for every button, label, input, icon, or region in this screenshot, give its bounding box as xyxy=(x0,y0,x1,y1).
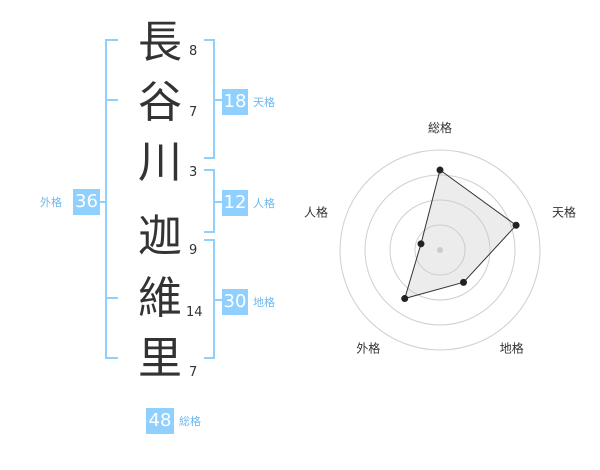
radar-ring-4 xyxy=(339,149,541,351)
radar-axis-label-2: 天格 xyxy=(552,204,576,219)
radar-axis-label-3: 地格 xyxy=(500,341,524,356)
name-char-1: 長 xyxy=(138,17,182,68)
radar-point-1 xyxy=(436,166,444,174)
radar-point-4 xyxy=(401,295,409,303)
stroke-count-1: 8 xyxy=(189,44,198,59)
soukaku-badge: 48 xyxy=(146,408,174,434)
gaikaku-badge: 36 xyxy=(73,189,100,215)
radar-center-dot xyxy=(437,247,443,253)
radar-ring-3 xyxy=(364,174,516,326)
radar-polygon xyxy=(403,169,517,300)
name-char-4: 迦 xyxy=(138,211,182,262)
jinkaku-badge: 12 xyxy=(222,190,248,216)
tenkaku-label: 天格 xyxy=(253,96,275,109)
radar-ring-2 xyxy=(389,199,491,301)
stroke-count-6: 7 xyxy=(189,365,198,380)
tenkaku-badge: 18 xyxy=(222,89,248,115)
radar-point-3 xyxy=(460,278,468,286)
chikaku-badge: 30 xyxy=(222,289,248,315)
name-char-5: 維 xyxy=(138,273,182,324)
gaikaku-label: 外格 xyxy=(40,196,62,209)
jinkaku-label: 人格 xyxy=(253,197,275,210)
radar-point-2 xyxy=(512,221,520,229)
stroke-count-2: 7 xyxy=(189,105,198,120)
name-char-3: 川 xyxy=(138,137,182,188)
name-char-2: 谷 xyxy=(138,77,182,128)
name-char-6: 里 xyxy=(138,333,182,384)
radar-ring-1 xyxy=(414,224,466,276)
stroke-count-5: 14 xyxy=(186,305,203,320)
soukaku-label: 総格 xyxy=(179,415,201,428)
stroke-count-4: 9 xyxy=(189,243,198,258)
radar-axis-label-4: 外格 xyxy=(356,341,380,356)
stroke-count-3: 3 xyxy=(189,165,198,180)
chikaku-label: 地格 xyxy=(253,296,275,309)
radar-axis-label-5: 人格 xyxy=(304,204,328,219)
gaikaku-bracket xyxy=(105,39,118,359)
radar-point-5 xyxy=(417,240,425,248)
radar-axis-label-1: 総格 xyxy=(428,120,452,135)
